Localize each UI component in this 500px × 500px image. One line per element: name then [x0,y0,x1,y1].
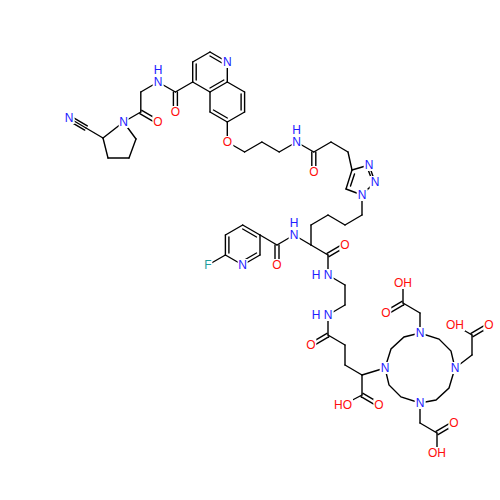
atom-label: O [305,339,316,351]
atom-label: N [118,116,129,128]
atom-label: H [311,309,322,321]
atom-label: O [339,239,350,251]
atom-label: O [170,106,181,118]
atom-label: N [415,397,426,409]
atom-label: O [271,259,282,271]
atom-label: F [203,259,212,271]
atom-label: O [483,319,494,331]
atom-label: O [222,136,233,148]
atom-label: H [311,269,322,281]
atom-label: N [289,229,300,241]
atom-label: N [380,362,391,374]
atom-label: H [153,64,164,76]
atom-label: OH [393,277,413,289]
atom-label: O [308,166,319,178]
atom-label: N [64,112,75,124]
atom-label: N [153,76,164,88]
atom-label: N [450,362,461,374]
atom-label: HO [333,399,353,411]
atom-label: N [323,269,334,281]
atom-label: OH [427,447,447,459]
atom-label: N [323,309,334,321]
atom-label: OH [445,319,465,331]
atom-label: O [152,116,163,128]
atom-label: N [357,189,368,201]
atom-label: N [237,259,248,271]
atom-label: N [370,176,381,188]
atom-label: H [289,217,300,229]
atom-label: O [373,399,384,411]
atom-label: O [380,307,391,319]
atom-label: O [448,417,459,429]
atom-label: N [415,327,426,339]
atom-label: H [291,124,302,136]
atom-label: N [364,159,375,171]
atom-label: N [222,56,233,68]
atom-label: N [291,136,302,148]
